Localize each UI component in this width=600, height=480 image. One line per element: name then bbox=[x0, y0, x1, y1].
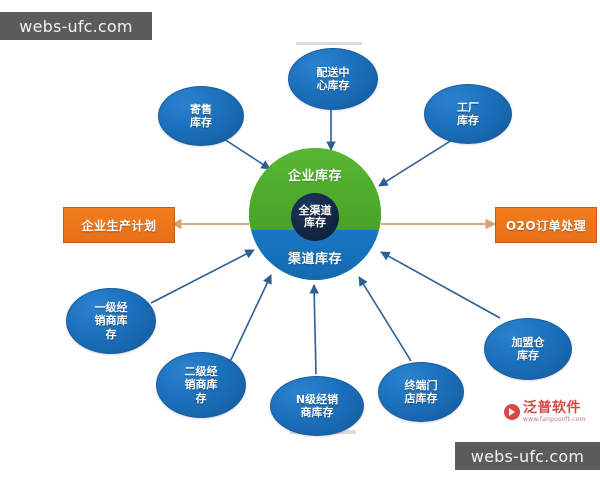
wire-factory bbox=[378, 139, 453, 187]
watermark-bottom: webs-ufc.com bbox=[455, 442, 600, 470]
node-factory-inventory-label: 工厂 库存 bbox=[457, 100, 479, 127]
play-badge-icon bbox=[504, 404, 520, 420]
node-distribution-center-inventory-label: 配送中 心库存 bbox=[316, 65, 350, 92]
wire-tier1 bbox=[150, 249, 255, 304]
central-hub: 企业库存 渠道库存 bbox=[249, 148, 381, 280]
brand-url: www.fanpusoft.com bbox=[523, 416, 586, 423]
omnichannel-inventory-core: 全渠道 库存 bbox=[291, 193, 339, 241]
node-consignment-inventory[interactable]: 寄售 库存 bbox=[158, 86, 244, 146]
node-factory-inventory[interactable]: 工厂 库存 bbox=[424, 84, 512, 144]
core-label-line2: 库存 bbox=[304, 216, 326, 229]
watermark-top: webs-ufc.com bbox=[0, 12, 152, 40]
channel-inventory-label: 渠道库存 bbox=[287, 252, 342, 267]
node-terminal-store-inventory[interactable]: 终端门 店库存 bbox=[378, 362, 464, 422]
wire-tier2 bbox=[228, 274, 272, 365]
process-box-o2o-order[interactable]: O2O订单处理 bbox=[495, 207, 597, 243]
artifact-smudge-top bbox=[296, 42, 362, 45]
wire-terminal-store bbox=[358, 276, 412, 362]
node-consignment-inventory-label: 寄售 库存 bbox=[190, 102, 212, 129]
brand-logo-text: 泛普软件 www.fanpusoft.com bbox=[523, 401, 586, 423]
node-terminal-store-inventory-label: 终端门 店库存 bbox=[404, 378, 438, 405]
node-tier2-distributor-inventory[interactable]: 二级经 销商库 存 bbox=[156, 352, 246, 418]
process-box-o2o-order-label: O2O订单处理 bbox=[505, 218, 587, 233]
wire-tierN bbox=[309, 284, 319, 375]
process-box-production-plan[interactable]: 企业生产计划 bbox=[63, 207, 175, 243]
node-franchise-warehouse-inventory-label: 加盟仓 库存 bbox=[511, 335, 545, 362]
brand-logo: 泛普软件 www.fanpusoft.com bbox=[504, 398, 596, 426]
node-tierN-distributor-inventory-label: N级经销 商库存 bbox=[295, 392, 339, 419]
node-tier1-distributor-inventory[interactable]: 一级经 销商库 存 bbox=[66, 288, 156, 354]
enterprise-inventory-label: 企业库存 bbox=[287, 169, 342, 184]
node-tier1-distributor-inventory-label: 一级经 销商库 存 bbox=[94, 301, 128, 341]
node-tier2-distributor-inventory-label: 二级经 销商库 存 bbox=[184, 365, 218, 405]
node-franchise-warehouse-inventory[interactable]: 加盟仓 库存 bbox=[484, 318, 572, 380]
brand-name: 泛普软件 bbox=[523, 400, 581, 416]
node-distribution-center-inventory[interactable]: 配送中 心库存 bbox=[288, 48, 378, 110]
core-label-line1: 全渠道 bbox=[298, 203, 332, 217]
wire-franchise bbox=[380, 251, 501, 319]
process-box-production-plan-label: 企业生产计划 bbox=[81, 218, 157, 233]
node-tierN-distributor-inventory[interactable]: N级经销 商库存 bbox=[270, 376, 364, 436]
